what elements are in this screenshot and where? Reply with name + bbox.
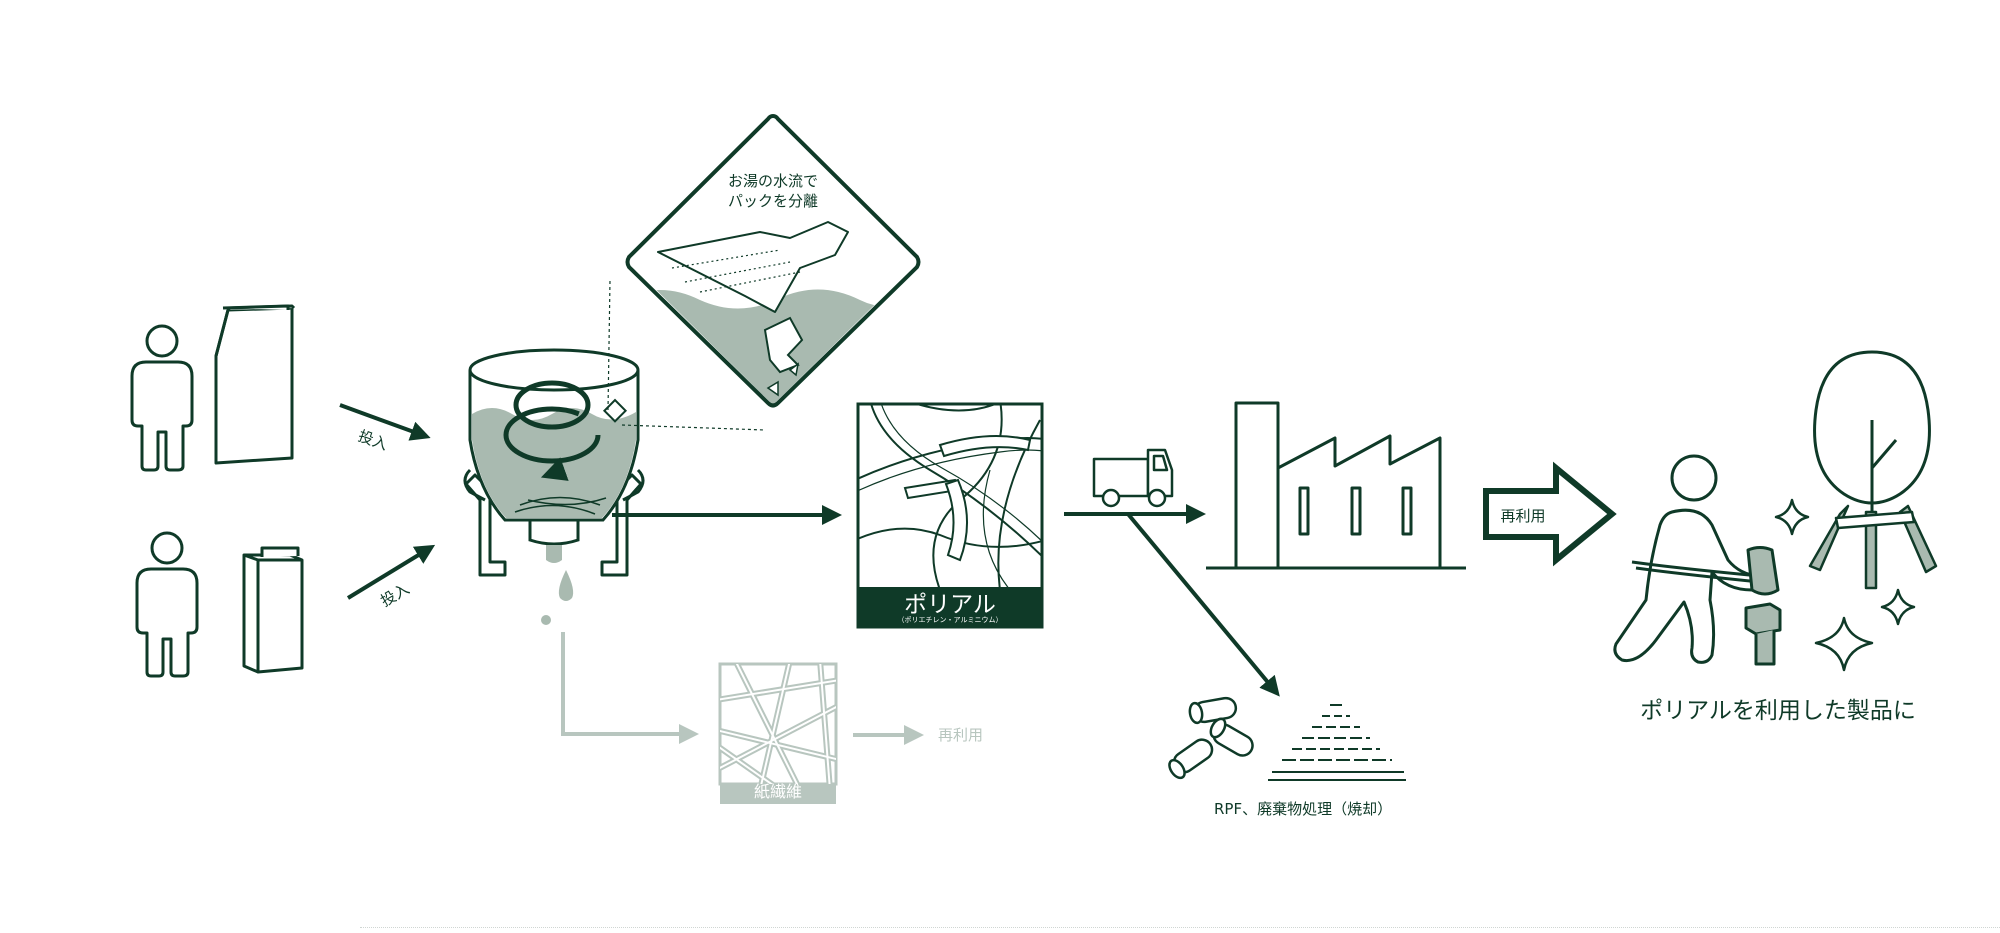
polyal-subtitle: （ポリエチレン・アルミニウム） [898, 616, 1003, 624]
stake-stand-icon [1808, 504, 1938, 590]
reuse-arrow-label: 再利用 [1500, 507, 1545, 525]
waste-label: RPF、廃棄物処理（焼却） [1214, 800, 1392, 818]
polyal-title: ポリアル [904, 592, 996, 618]
input-arrow-top [339, 403, 431, 441]
waste-pile-icon [1268, 704, 1406, 781]
sparkle-icon [1814, 616, 1874, 672]
bottom-divider [360, 927, 2000, 928]
paper-fiber-icon [718, 662, 838, 804]
person-icon [130, 324, 194, 472]
pulper-tank-icon [463, 348, 645, 625]
truck-icon [1092, 448, 1174, 508]
polyal-material-icon [856, 402, 1044, 629]
waste-capsules-icon [1168, 696, 1254, 780]
juice-carton-icon [242, 546, 304, 674]
input-arrow-bottom [346, 544, 436, 600]
sparkle-icon [1880, 588, 1916, 626]
paper-fiber-label: 紙繊維 [754, 782, 802, 801]
person-icon [135, 531, 199, 678]
tree-icon [1813, 350, 1931, 520]
paper-reuse-label: 再利用 [938, 726, 983, 744]
milk-carton-icon [214, 304, 296, 465]
products-label: ポリアルを利用した製品に [1640, 698, 1916, 724]
input-label-top: 投入 [356, 427, 390, 454]
separation-text-line1: お湯の水流で [728, 172, 818, 190]
separation-text-line2: パックを分離 [728, 192, 818, 210]
separation-detail-icon [625, 113, 921, 408]
arrow-to-paper-fiber [561, 632, 699, 744]
worker-hammer-icon [1613, 454, 1782, 666]
sparkle-icon [1774, 498, 1810, 536]
factory-icon [1206, 401, 1466, 570]
arrow-to-waste [1126, 512, 1280, 697]
reuse-big-arrow [1483, 461, 1617, 567]
input-label-bottom: 投入 [378, 580, 413, 611]
